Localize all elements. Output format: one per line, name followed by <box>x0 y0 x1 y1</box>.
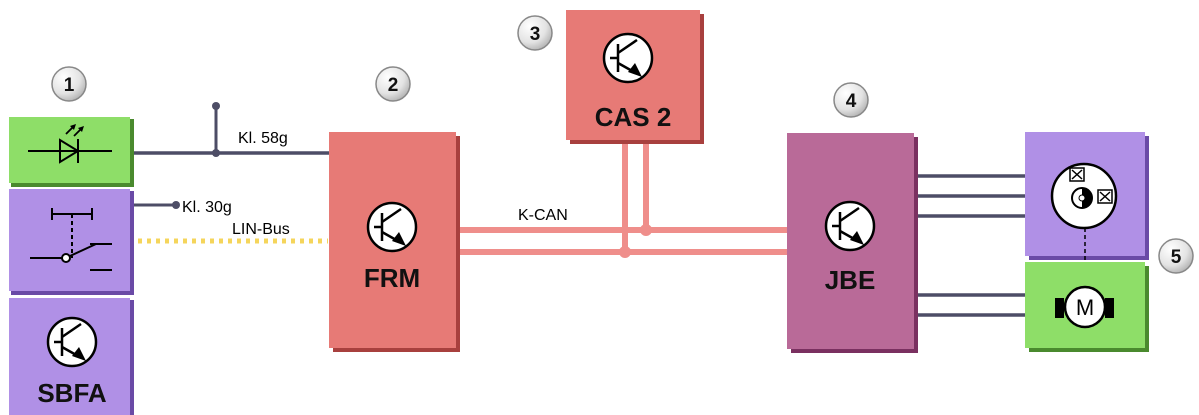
led-symbol-icon <box>28 124 112 164</box>
frm-label: FRM <box>364 263 420 293</box>
svg-text:1: 1 <box>64 75 75 96</box>
mirror-actuator <box>1025 132 1149 262</box>
callout-1: 1 <box>51 66 87 102</box>
svg-text:5: 5 <box>1171 247 1182 268</box>
sbfa-label: SBFA <box>37 378 107 408</box>
frm-module: FRM <box>329 132 460 352</box>
cas-module: CAS 2 <box>566 10 704 144</box>
motor-symbol-icon: M <box>1055 285 1114 329</box>
lin-bus-label: LIN-Bus <box>232 221 290 238</box>
transistor-symbol-icon <box>46 316 98 368</box>
jbe-label: JBE <box>825 265 876 295</box>
kl30g-label: Kl. 30g <box>182 199 232 216</box>
svg-text:4: 4 <box>846 91 857 112</box>
jbe-module: JBE <box>787 133 918 353</box>
k-can-label: K-CAN <box>518 207 568 224</box>
transistor-symbol-icon <box>602 32 654 84</box>
callout-3: 3 <box>517 15 553 51</box>
motor-actuator: M <box>1025 262 1149 352</box>
switch-symbol-icon <box>30 208 112 271</box>
kl58g-label: Kl. 58g <box>238 130 288 147</box>
transistor-symbol-icon <box>824 200 876 252</box>
svg-text:3: 3 <box>530 24 541 45</box>
mirror-adjust-icon <box>1050 162 1118 230</box>
led-module <box>9 117 134 187</box>
callout-4: 4 <box>833 82 869 118</box>
svg-text:2: 2 <box>388 75 399 96</box>
callout-2: 2 <box>375 66 411 102</box>
sbfa-module: SBFA <box>9 298 134 415</box>
callout-5: 5 <box>1158 238 1194 274</box>
transistor-symbol-icon <box>366 201 418 253</box>
motor-label: M <box>1076 295 1094 320</box>
cas-label: CAS 2 <box>595 102 672 132</box>
wires <box>134 102 1028 317</box>
switch-module <box>9 189 134 295</box>
